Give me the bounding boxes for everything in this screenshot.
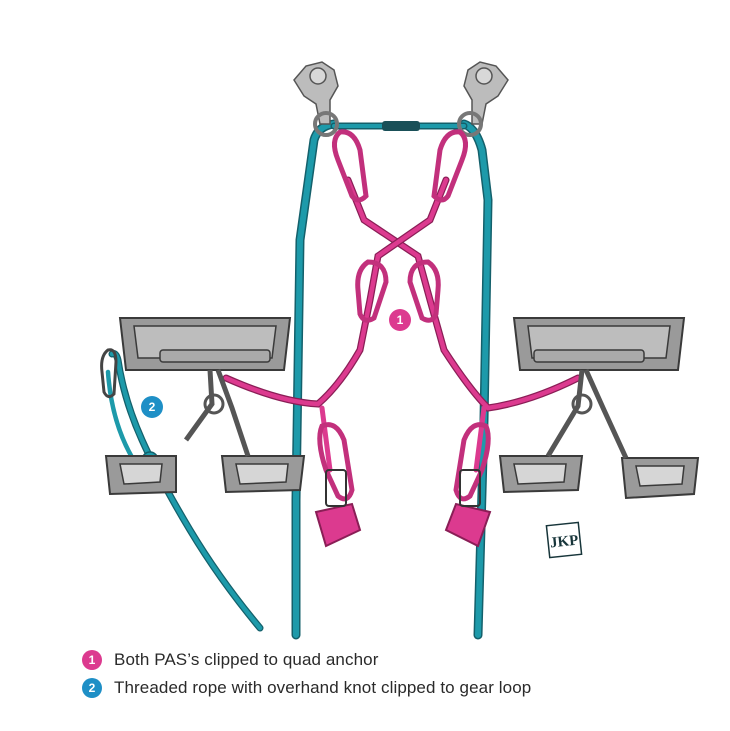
legend: 1 Both PAS’s clipped to quad anchor 2 Th…	[82, 648, 531, 704]
personal-anchor-systems	[222, 176, 582, 473]
legend-badge-2: 2	[82, 678, 102, 698]
carabiner-icon	[100, 348, 118, 399]
carabiner-icon	[332, 129, 369, 203]
callout-1: 1	[389, 309, 411, 331]
legend-item: 2 Threaded rope with overhand knot clipp…	[82, 676, 531, 700]
legend-item: 1 Both PAS’s clipped to quad anchor	[82, 648, 531, 672]
svg-text:2: 2	[149, 400, 156, 414]
belay-device-icon	[444, 469, 492, 548]
bolt-hanger-icon	[293, 61, 339, 137]
carabiner-icon	[355, 259, 389, 323]
svg-text:JKP: JKP	[549, 533, 579, 552]
artist-signature: JKP	[545, 521, 583, 559]
anchor-sling	[330, 121, 468, 131]
carabiner-icon	[453, 422, 491, 502]
legend-badge-1: 1	[82, 650, 102, 670]
climbing-harness-icon	[104, 317, 306, 496]
legend-text-2: Threaded rope with overhand knot clipped…	[114, 678, 532, 697]
carabiner-icon	[431, 129, 468, 203]
carabiner-icon	[407, 259, 441, 323]
svg-text:1: 1	[397, 313, 404, 327]
climbing-rope	[105, 119, 493, 640]
legend-text-1: Both PAS’s clipped to quad anchor	[114, 650, 379, 669]
bolt-hanger-icon	[457, 61, 509, 137]
climbing-harness-icon	[498, 317, 700, 500]
belay-device-icon	[314, 469, 362, 548]
callout-2: 2	[141, 396, 163, 418]
